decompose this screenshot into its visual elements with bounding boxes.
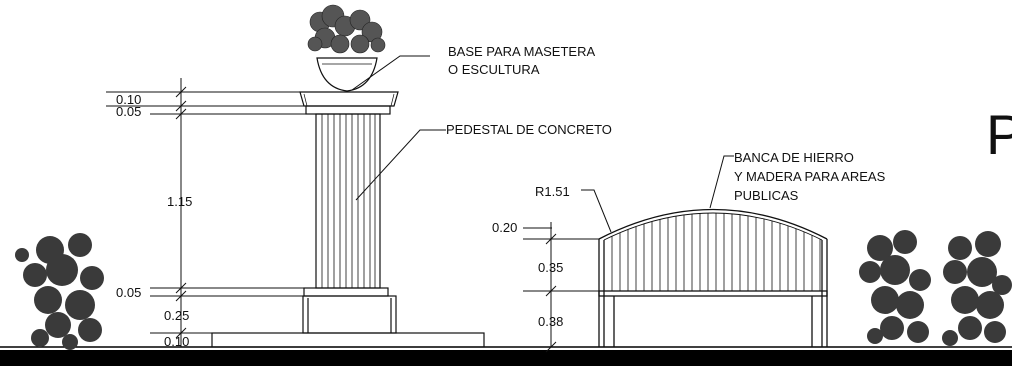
ground-line	[0, 350, 1012, 366]
label-banca-line3: PUBLICAS	[734, 188, 799, 203]
planter-bowl	[316, 57, 378, 92]
label-banca-line2: Y MADERA PARA AREAS	[734, 169, 886, 184]
right-shrub-1	[859, 230, 931, 344]
bench-arch	[598, 208, 828, 240]
dim-cap-top: 0.10	[116, 92, 141, 107]
dim-base-band: 0.05	[116, 285, 141, 300]
edge-letter: P	[986, 103, 1012, 166]
radius-label: R1.51	[535, 184, 570, 199]
pedestal-slab	[211, 332, 485, 348]
pedestal-dimension-line	[106, 78, 316, 347]
pedestal-plinth	[302, 295, 397, 334]
dim-cap-bottom: 0.05	[116, 104, 141, 119]
dim-plinth: 0.25	[164, 308, 189, 323]
label-pedestal: PEDESTAL DE CONCRETO	[446, 122, 612, 137]
dim-arch: 0.20	[492, 220, 517, 235]
dim-shaft: 1.15	[167, 194, 192, 209]
planter-foliage	[307, 4, 386, 54]
label-banca-line1: BANCA DE HIERRO	[734, 150, 854, 165]
right-shrub-2	[942, 231, 1012, 346]
pedestal-flutes	[321, 114, 376, 288]
bench-dimension-line	[523, 222, 599, 353]
pedestal-cap-band	[305, 105, 391, 115]
bench-seat-rail	[598, 290, 828, 297]
bench	[598, 208, 828, 347]
radius-leader	[581, 189, 612, 233]
left-shrub	[15, 233, 104, 350]
dim-slab: 0.10	[164, 334, 189, 349]
label-base-line2: O ESCULTURA	[448, 62, 540, 77]
dim-legs: 0.38	[538, 314, 563, 329]
leaders	[351, 55, 734, 209]
pedestal-base-band	[303, 287, 389, 297]
pedestal	[211, 57, 485, 348]
bench-slats	[611, 213, 821, 291]
pedestal-cap	[299, 91, 399, 107]
dim-back: 0.35	[538, 260, 563, 275]
label-base-line1: BASE PARA MASETERA	[448, 44, 595, 59]
